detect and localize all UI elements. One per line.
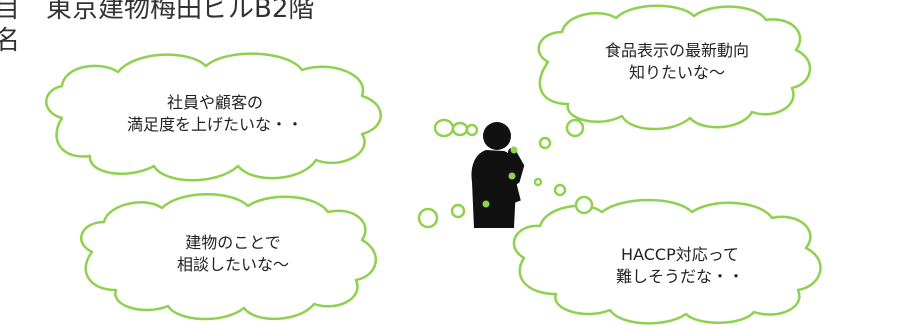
thought-cloud-food-labeling: [537, 4, 812, 131]
bubble-text-food-labeling: 食品表示の最新動向 知りたいな〜: [572, 40, 782, 84]
thought-dots: [417, 118, 594, 229]
thought-cloud-haccp: [512, 198, 822, 325]
header-text-line-1: 目 東京建物梅田ビルB2階: [0, 0, 315, 24]
bubble-line: HACCP対応って: [621, 245, 739, 264]
thought-cloud-satisfaction: [45, 52, 382, 182]
bubble-line: 難しそうだな・・: [615, 267, 744, 286]
thought-dot: [574, 195, 594, 215]
thought-dot: [565, 118, 585, 138]
bubble-line: 食品表示の最新動向: [604, 41, 749, 60]
thought-cloud-building: [80, 193, 378, 321]
thought-dot: [451, 121, 469, 137]
bubble-line: 満足度を上げたいな・・: [126, 115, 303, 134]
bubble-line: 社員や顧客の: [166, 93, 263, 112]
bubble-text-haccp: HACCP対応って 難しそうだな・・: [570, 244, 790, 288]
thought-dot: [533, 177, 543, 187]
thinking-person-icon: [471, 122, 525, 228]
bubble-line: 建物のことで: [185, 233, 281, 252]
thought-dot: [465, 123, 479, 137]
bubble-text-building: 建物のことで 相談したいな〜: [128, 232, 338, 276]
thought-dot: [553, 183, 567, 197]
bubble-line: 知りたいな〜: [628, 63, 725, 82]
thought-dot: [417, 207, 439, 229]
header-text-line-2: 名: [0, 26, 21, 56]
thought-dot: [433, 118, 455, 138]
bubble-line: 相談したいな〜: [176, 255, 289, 274]
thought-dot: [450, 203, 466, 219]
bubble-text-satisfaction: 社員や顧客の 満足度を上げたいな・・: [90, 92, 340, 136]
thought-dot: [538, 136, 552, 150]
